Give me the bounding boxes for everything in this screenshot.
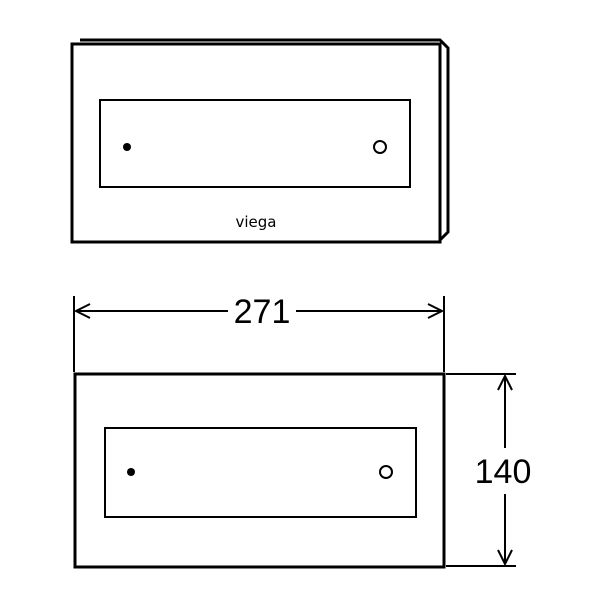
flush-panel-front [104, 427, 417, 518]
plate-perspective-view: viega [70, 38, 450, 244]
height-arrow-top [497, 373, 513, 391]
large-flush-indicator-front [379, 465, 393, 479]
height-dimension: 140 [446, 373, 532, 567]
width-dimension: 271 [73, 293, 445, 372]
height-label: 140 [475, 453, 532, 491]
width-arrow-left [73, 303, 91, 319]
small-flush-indicator-front [127, 468, 135, 476]
width-arrow-right [427, 303, 445, 319]
width-label: 271 [234, 293, 291, 331]
plate-front-elevation [73, 372, 446, 569]
large-flush-indicator [373, 140, 387, 154]
small-flush-indicator [123, 143, 131, 151]
flush-panel [99, 99, 411, 188]
plate-depth-edge [80, 38, 450, 242]
height-arrow-bottom [497, 549, 513, 567]
brand-logo: viega [236, 213, 277, 231]
